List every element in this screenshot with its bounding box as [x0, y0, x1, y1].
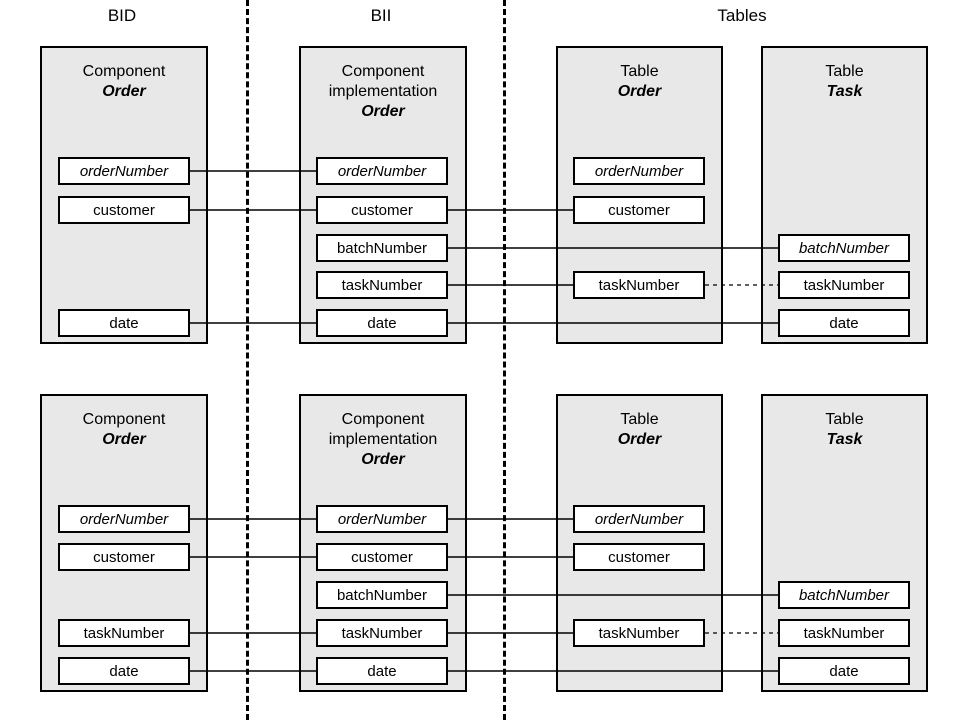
attribute-box-customer[interactable]: customer: [316, 543, 448, 571]
panel-kind-label: Table: [825, 411, 864, 428]
column-header-bid: BID: [107, 6, 137, 25]
attribute-box-customer[interactable]: customer: [573, 543, 705, 571]
attribute-box-date[interactable]: date: [778, 309, 910, 337]
attribute-box-batchNumber[interactable]: batchNumber: [316, 581, 448, 609]
panel-kind-label: implementation: [328, 431, 438, 448]
attribute-box-taskNumber[interactable]: taskNumber: [573, 271, 705, 299]
column-header-bii: BII: [370, 6, 392, 25]
column-header-tables: Tables: [717, 6, 767, 25]
panel-entity-name: Order: [102, 83, 146, 100]
attribute-box-orderNumber[interactable]: orderNumber: [58, 505, 190, 533]
attribute-box-date[interactable]: date: [316, 657, 448, 685]
attribute-box-date[interactable]: date: [58, 309, 190, 337]
attribute-box-batchNumber[interactable]: batchNumber: [778, 234, 910, 262]
attribute-box-orderNumber[interactable]: orderNumber: [316, 505, 448, 533]
panel-entity-name: Order: [102, 431, 146, 448]
attribute-box-taskNumber[interactable]: taskNumber: [778, 619, 910, 647]
attribute-box-date[interactable]: date: [778, 657, 910, 685]
attribute-box-customer[interactable]: customer: [316, 196, 448, 224]
attribute-box-orderNumber[interactable]: orderNumber: [573, 505, 705, 533]
panel-kind-label: implementation: [328, 83, 438, 100]
attribute-box-batchNumber[interactable]: batchNumber: [778, 581, 910, 609]
panel-entity-name: Task: [826, 431, 863, 448]
panel-kind-label: Table: [825, 63, 864, 80]
panel-kind-label: Component: [82, 411, 166, 428]
attribute-box-taskNumber[interactable]: taskNumber: [316, 619, 448, 647]
panel-kind-label: Table: [620, 411, 659, 428]
attribute-box-customer[interactable]: customer: [58, 543, 190, 571]
panel-entity-name: Order: [617, 83, 662, 100]
attribute-box-batchNumber[interactable]: batchNumber: [316, 234, 448, 262]
attribute-box-taskNumber[interactable]: taskNumber: [778, 271, 910, 299]
column-divider-1: [246, 0, 249, 720]
attribute-box-orderNumber[interactable]: orderNumber: [573, 157, 705, 185]
attribute-box-customer[interactable]: customer: [573, 196, 705, 224]
attribute-box-taskNumber[interactable]: taskNumber: [573, 619, 705, 647]
attribute-box-orderNumber[interactable]: orderNumber: [316, 157, 448, 185]
attribute-box-orderNumber[interactable]: orderNumber: [58, 157, 190, 185]
panel-entity-name: Order: [617, 431, 662, 448]
panel-kind-label: Table: [620, 63, 659, 80]
panel-kind-label: Component: [341, 411, 425, 428]
panel-kind-label: Component: [82, 63, 166, 80]
panel-entity-name: Order: [361, 451, 405, 468]
panel-entity-name: Task: [826, 83, 863, 100]
attribute-box-taskNumber[interactable]: taskNumber: [316, 271, 448, 299]
panel-entity-name: Order: [361, 103, 405, 120]
attribute-box-date[interactable]: date: [316, 309, 448, 337]
attribute-box-taskNumber[interactable]: taskNumber: [58, 619, 190, 647]
panel-kind-label: Component: [341, 63, 425, 80]
column-divider-2: [503, 0, 506, 720]
attribute-box-date[interactable]: date: [58, 657, 190, 685]
attribute-box-customer[interactable]: customer: [58, 196, 190, 224]
